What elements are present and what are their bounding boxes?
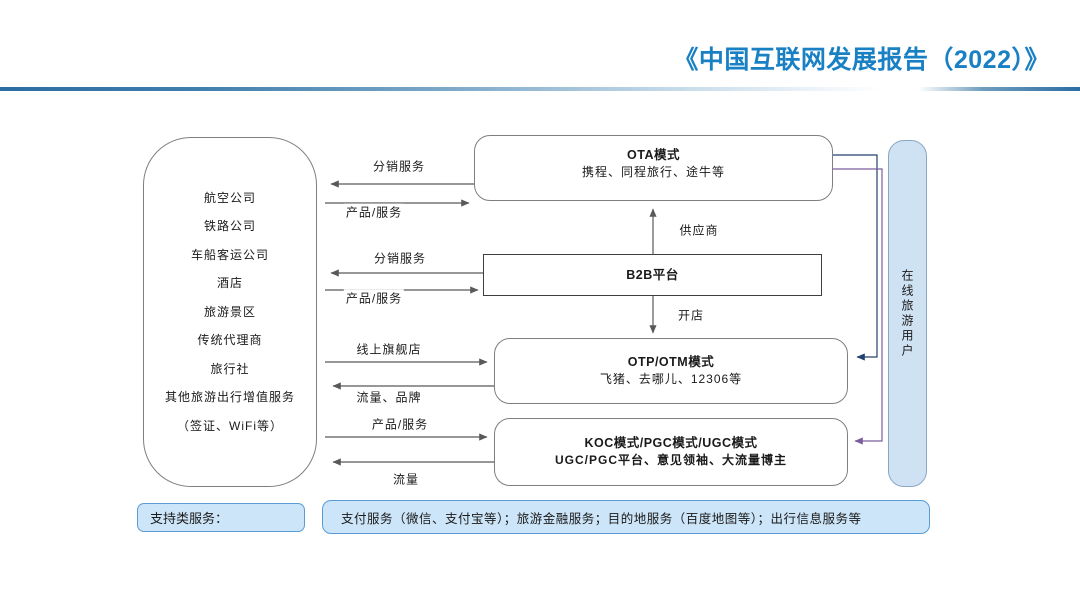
node-online-travel-users: 在线旅游用户 [888,140,927,487]
node-otp-title: OTP/OTM模式 [627,355,715,369]
supplier-item-bus-ship: 车船客运公司 [190,247,269,262]
node-b2b: B2B平台 [483,254,822,296]
node-ota-subtitle: 携程、同程旅行、途牛等 [581,165,725,179]
supplier-item-airline: 航空公司 [203,190,256,205]
node-koc: KOC模式/PGC模式/UGC模式 UGC/PGC平台、意见领袖、大流量博主 [494,418,848,486]
edge-label-product-service-1: 产品/服务 [343,203,405,221]
edge-label-traffic-brand: 流量、品牌 [354,388,424,406]
edge-label-open-store: 开店 [675,306,707,324]
edge-label-product-service-3: 产品/服务 [369,415,431,433]
supplier-item-railway: 铁路公司 [203,219,256,234]
supplier-item-hotel: 酒店 [216,276,243,291]
connector-ota-to-otp [833,154,878,361]
suppliers-box: 航空公司 铁路公司 车船客运公司 酒店 旅游景区 传统代理商 旅行社 其他旅游出… [143,137,317,487]
support-services-text: 支付服务（微信、支付宝等）；旅游金融服务；目的地服务（百度地图等）；出行信息服务… [341,511,862,526]
node-otp-subtitle: 飞猪、去哪儿、12306等 [599,372,743,386]
node-koc-subtitle: UGC/PGC平台、意见领袖、大流量博主 [554,453,787,467]
supplier-item-scenic-area: 旅游景区 [203,304,256,319]
node-b2b-title: B2B平台 [626,267,679,282]
edge-label-distribution-service-2: 分销服务 [371,249,429,267]
support-services-title-box: 支持类服务： [137,503,305,532]
support-services-box: 支付服务（微信、支付宝等）；旅游金融服务；目的地服务（百度地图等）；出行信息服务… [322,500,930,534]
node-ota-title: OTA模式 [627,148,680,162]
supplier-item-travel-agency: 旅行社 [210,361,250,376]
report-title: 《中国互联网发展报告（2022）》 [673,46,1050,74]
header-divider [0,87,1080,91]
online-travel-users-label: 在线旅游用户 [900,268,914,359]
support-services-title: 支持类服务： [150,511,229,526]
supplier-item-other-services: 其他旅游出行增值服务（签证、WiFi等） [164,390,295,433]
node-ota: OTA模式 携程、同程旅行、途牛等 [474,135,833,201]
edge-label-online-flagship-store: 线上旗舰店 [354,340,424,358]
edge-label-supplier: 供应商 [677,221,721,239]
edge-label-traffic: 流量 [390,470,422,488]
edge-label-product-service-2: 产品/服务 [343,289,405,307]
edge-label-distribution-service-1: 分销服务 [370,157,428,175]
node-otp: OTP/OTM模式 飞猪、去哪儿、12306等 [494,338,848,404]
node-koc-title: KOC模式/PGC模式/UGC模式 [584,436,758,450]
supplier-item-traditional-agent: 传统代理商 [197,333,263,348]
